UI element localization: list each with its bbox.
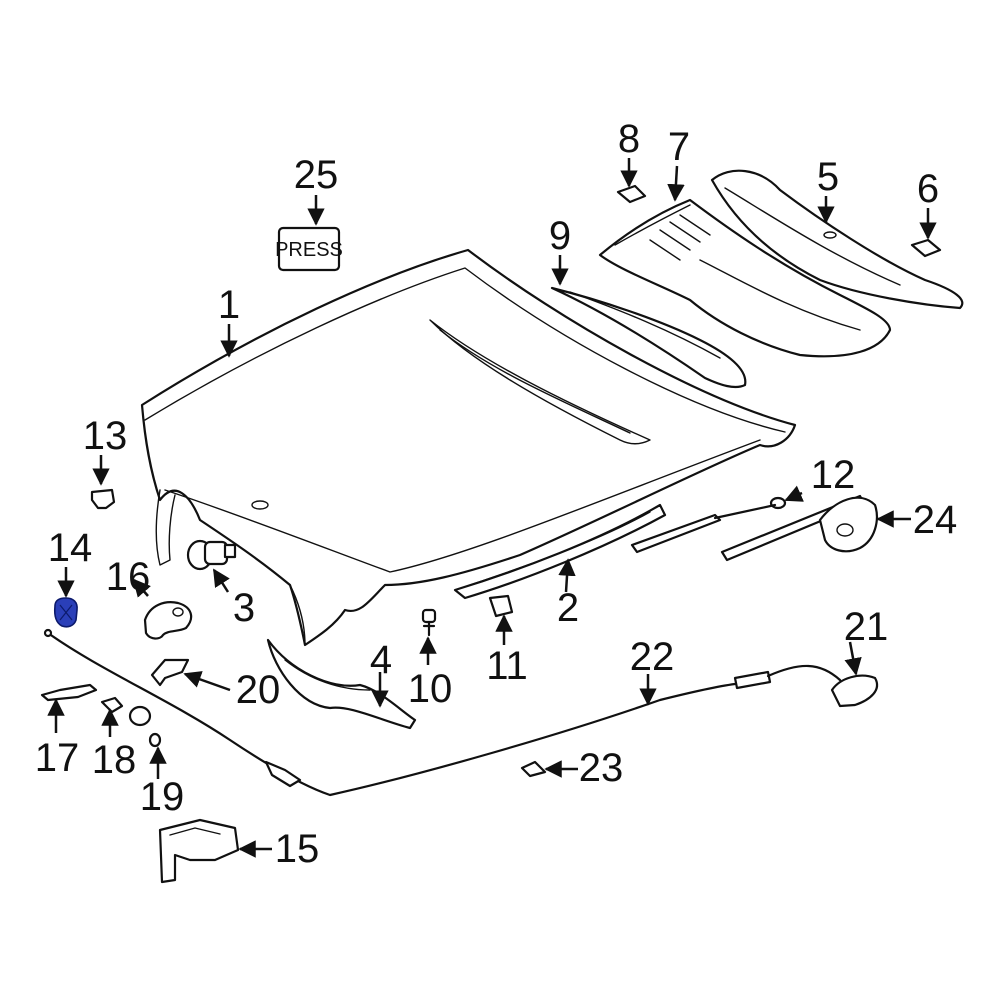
part-15-latch-assembly[interactable]: [158, 818, 240, 884]
callout-9: 9: [549, 214, 571, 258]
press-label-text: PRESS: [275, 239, 343, 261]
part-11-bumper[interactable]: [488, 594, 514, 618]
leader-arrows: [47, 158, 937, 858]
callout-2: 2: [557, 586, 579, 630]
callout-18: 18: [92, 738, 137, 782]
callout-6: 6: [917, 167, 939, 211]
part-10-push-pin[interactable]: [421, 608, 437, 637]
part-20-bracket[interactable]: [150, 658, 190, 687]
part-9-side-seal[interactable]: [550, 286, 747, 389]
part-8-clip[interactable]: [616, 184, 647, 204]
part-4-front-bracket[interactable]: [266, 638, 417, 730]
callout-8: 8: [618, 117, 640, 161]
callout-7: 7: [668, 125, 690, 169]
part-22-release-cable[interactable]: [43, 628, 842, 797]
part-24-hinge[interactable]: [630, 494, 878, 562]
part-14-clip-highlighted[interactable]: [53, 597, 78, 628]
callout-23: 23: [579, 746, 624, 790]
part-5-cowl-panel[interactable]: [710, 169, 964, 310]
callout-10: 10: [408, 667, 453, 711]
callout-11: 11: [486, 644, 528, 688]
part-1-hood[interactable]: [140, 248, 797, 647]
part-3-bump-stop[interactable]: [186, 539, 237, 571]
part-16-latch[interactable]: [143, 601, 193, 640]
callout-12: 12: [811, 453, 856, 497]
callout-labels: 25 1 8 7 5 6 9 13 14 16 3 2 12 24 4 10 1…: [35, 117, 958, 871]
callout-17: 17: [35, 736, 80, 780]
callout-15: 15: [275, 827, 320, 871]
part-7-cowl-tray[interactable]: [598, 198, 892, 358]
part-21-release-handle[interactable]: [830, 674, 879, 708]
part-19-clip[interactable]: [128, 705, 162, 748]
part-13-grommet[interactable]: [90, 488, 116, 510]
callout-5: 5: [817, 155, 839, 199]
callout-4: 4: [370, 638, 392, 682]
callout-14: 14: [48, 526, 93, 570]
callout-13: 13: [83, 414, 128, 458]
part-17-bracket[interactable]: [40, 683, 98, 702]
callout-21: 21: [844, 605, 889, 649]
callout-1: 1: [218, 283, 240, 327]
callout-19: 19: [140, 775, 185, 819]
callout-3: 3: [233, 586, 255, 630]
part-18-clip[interactable]: [100, 696, 124, 714]
callout-16: 16: [106, 555, 151, 599]
part-2-seal-strip[interactable]: [453, 503, 667, 600]
callout-20: 20: [236, 668, 281, 712]
callout-22: 22: [630, 635, 675, 679]
callout-24: 24: [913, 498, 958, 542]
part-25-press-label[interactable]: PRESS: [275, 226, 343, 272]
part-6-clip[interactable]: [910, 238, 942, 258]
part-23-clip[interactable]: [520, 760, 547, 778]
callout-25: 25: [294, 153, 339, 197]
